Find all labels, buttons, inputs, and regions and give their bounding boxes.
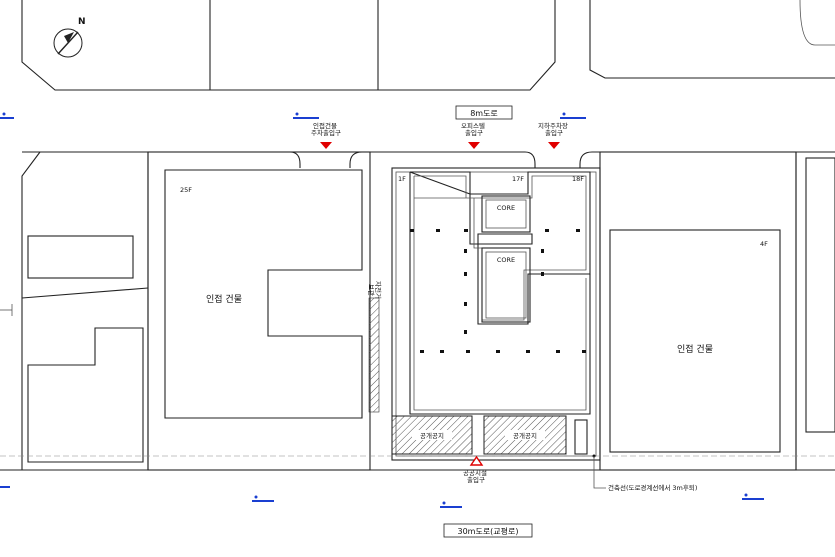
svg-text:30m도로(교평로): 30m도로(교평로) <box>457 526 518 536</box>
north-arrow-icon: N <box>53 17 86 58</box>
road-label-south: 30m도로(교평로) <box>443 523 533 538</box>
svg-text:25F: 25F <box>180 186 192 194</box>
north-block <box>21 0 835 91</box>
setback-note: 건축선(도로경계선에서 3m후퇴) <box>592 454 697 492</box>
level-marker-icon <box>0 486 10 488</box>
core-upper: CORE <box>481 195 531 233</box>
svg-text:CORE: CORE <box>497 204 515 212</box>
level-marker-icon <box>560 112 586 119</box>
east-neighbor-building: 4F 인접 건물 <box>599 151 835 471</box>
level-marker-icon <box>440 501 462 508</box>
underground-parking-entrance: 지하주차장 출입구 <box>538 121 570 149</box>
building-footprint <box>409 171 591 325</box>
bicycle-storage: 자전거보관 <box>367 281 383 413</box>
svg-text:지하주차장 출입구: 지하주차장 출입구 <box>538 121 570 137</box>
svg-text:공공시설 출입구: 공공시설 출입구 <box>463 469 489 484</box>
neighbor-parking-entrance: 인접건물 주차출입구 <box>311 121 341 149</box>
svg-text:인접건물 주차출입구: 인접건물 주차출입구 <box>311 121 341 137</box>
svg-text:인접 건물: 인접 건물 <box>206 293 242 305</box>
svg-text:N: N <box>78 17 86 27</box>
core-lower: CORE <box>481 247 531 323</box>
svg-text:건축선(도로경계선에서 3m후퇴): 건축선(도로경계선에서 3m후퇴) <box>608 483 697 492</box>
road-label-north: 8m도로 <box>455 105 513 120</box>
svg-text:인접 건물: 인접 건물 <box>677 343 713 355</box>
svg-text:1F: 1F <box>398 175 406 183</box>
west-neighbor-area <box>21 151 149 471</box>
public-open-space-1: 공개공지 <box>391 415 473 455</box>
svg-text:오피스텔 출입구: 오피스텔 출입구 <box>461 121 487 137</box>
structural-columns <box>410 229 586 353</box>
level-marker-icon <box>0 112 14 119</box>
svg-text:8m도로: 8m도로 <box>470 109 498 118</box>
svg-text:18F: 18F <box>572 175 584 183</box>
svg-text:17F: 17F <box>512 175 524 183</box>
public-facility-entrance: 공공시설 출입구 <box>463 455 489 484</box>
west-neighbor-building: 25F 인접 건물 <box>147 151 371 471</box>
entrance-arrow-icon <box>469 455 484 466</box>
level-markers <box>0 112 764 508</box>
level-marker-icon <box>252 495 274 502</box>
svg-text:공개공지: 공개공지 <box>420 431 444 440</box>
office-entrance: 오피스텔 출입구 <box>461 121 487 149</box>
project-site: CORE CORE 1F 17F 18F <box>391 167 601 461</box>
svg-text:CORE: CORE <box>497 256 515 264</box>
level-marker-icon <box>293 112 319 119</box>
svg-text:공개공지: 공개공지 <box>513 431 537 440</box>
public-open-space-2: 공개공지 <box>483 415 567 455</box>
entrance-arrow-icon <box>320 142 332 149</box>
entrance-arrow-icon <box>468 142 480 149</box>
svg-text:자전거보관: 자전거보관 <box>367 281 383 299</box>
entrance-arrow-icon <box>548 142 560 149</box>
level-marker-icon <box>742 493 764 500</box>
svg-text:4F: 4F <box>760 240 768 248</box>
